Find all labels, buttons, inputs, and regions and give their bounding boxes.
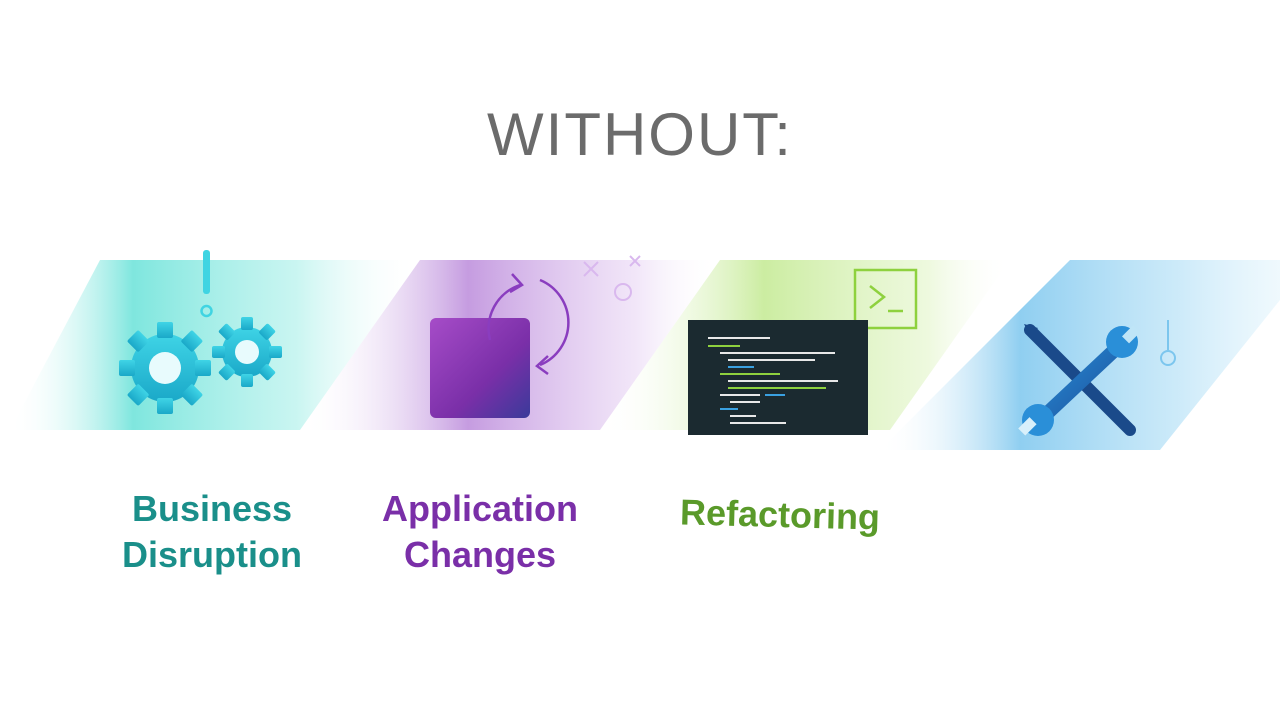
label-line: Refactoring <box>679 491 881 538</box>
cycle-square-icon <box>430 255 641 418</box>
label-line: Disruption <box>122 534 302 575</box>
label-line: Application <box>382 488 578 529</box>
label-refactoring: Refactoring <box>639 488 920 541</box>
page-title: WITHOUT: <box>487 101 793 168</box>
label-line: Business <box>131 488 293 529</box>
label-application-changes: Application Changes <box>355 486 605 578</box>
label-business-disruption: Business Disruption <box>92 486 332 578</box>
wrench-pencil-icon <box>1018 320 1176 436</box>
gears-icon <box>119 250 282 414</box>
code-terminal-icon <box>688 268 918 435</box>
label-line: Changes <box>403 534 557 575</box>
